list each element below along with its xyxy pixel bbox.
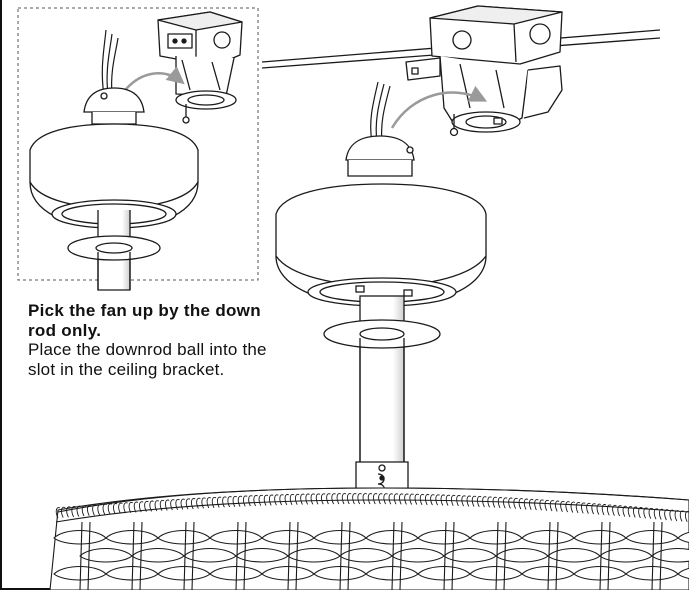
main-wires — [370, 81, 391, 143]
instruction-body: Place the downrod ball into the slot in … — [28, 340, 267, 379]
rattan-cage — [49, 487, 689, 590]
fan-housing — [275, 183, 487, 307]
inset-wires — [101, 29, 119, 96]
inset-downrod-ball — [83, 87, 145, 125]
detail-inset — [17, 7, 259, 291]
instruction-heading: Pick the fan up by the down rod only. — [28, 301, 261, 340]
instruction-text: Pick the fan up by the down rod only. Pl… — [28, 301, 278, 379]
downrod — [323, 295, 441, 497]
ceiling-mount — [261, 5, 661, 137]
inset-ceiling-bracket — [157, 11, 243, 124]
downrod-ball — [345, 135, 415, 177]
inset-fan-housing — [29, 123, 199, 291]
main-arrow — [390, 85, 488, 129]
detail-inset-border — [17, 7, 259, 281]
inset-arrow — [121, 66, 185, 95]
